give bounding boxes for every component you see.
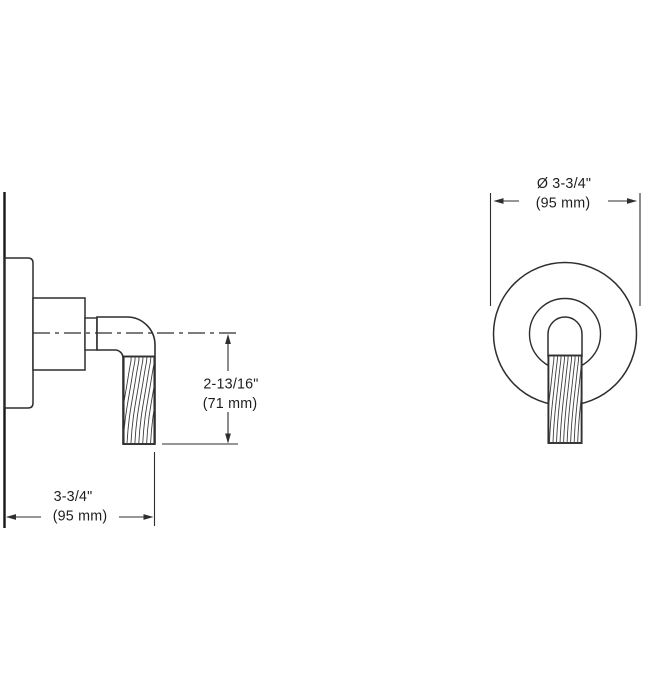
arrow-right [627, 198, 637, 204]
dimension-labels: Ø 3-3/4" (95 mm) 2-13/16" (71 mm) 3-3/4"… [41, 176, 608, 525]
label-backer [519, 193, 608, 209]
depth-value-label: 3-3/4" [54, 489, 93, 505]
diameter-value-label: Ø 3-3/4" [537, 176, 591, 192]
escutcheon-plate-side [4, 257, 34, 409]
front-view [492, 261, 638, 444]
wood-grain-side [123, 356, 155, 444]
side-view [3, 192, 238, 528]
wood-grain-front [548, 355, 582, 443]
diameter-metric-label: (95 mm) [536, 196, 591, 212]
grain-lines [123, 356, 155, 444]
arrow-left [6, 514, 16, 520]
grain-lines [548, 355, 582, 443]
arrow-up [225, 334, 231, 344]
label-backer [191, 371, 272, 412]
arrow-left [493, 198, 504, 204]
lever-grip-front [547, 354, 583, 444]
arrow-right [143, 514, 154, 520]
handle-drop-metric-label: (71 mm) [203, 396, 258, 412]
handle-cap-front [547, 316, 583, 357]
handle-drop-value-label: 2-13/16" [203, 377, 258, 393]
label-backer [41, 506, 119, 522]
depth-metric-label: (95 mm) [53, 509, 108, 525]
lever-grip-side [122, 355, 156, 445]
arrow-down [225, 433, 231, 444]
handle-stem-side [84, 317, 98, 351]
valve-hub [32, 297, 86, 371]
